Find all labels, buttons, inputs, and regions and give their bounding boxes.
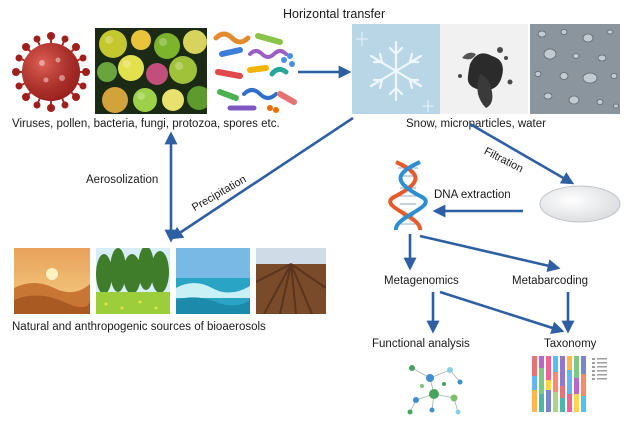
sources-top-label: Viruses, pollen, bacteria, fungi, protoz… [12, 118, 280, 130]
dna-helix-icon [388, 160, 428, 232]
metagenomics-label: Metagenomics [384, 275, 459, 287]
aerosolization-label: Aerosolization [86, 174, 159, 186]
bar-chart-icon [528, 352, 610, 416]
field-icon [256, 248, 326, 314]
functional-analysis-label: Functional analysis [372, 338, 470, 350]
desert-icon [14, 248, 90, 314]
filtration-label: Filtration [482, 145, 526, 176]
arrow-metagenomics-to-taxonomy [439, 290, 565, 335]
forest-icon [96, 248, 170, 314]
filter-disc-icon [538, 183, 622, 225]
bacteria-icon [210, 28, 298, 114]
metabarcoding-label: Metabarcoding [512, 275, 589, 287]
precipitation-label: Precipitation [190, 173, 249, 214]
environment-label: Snow, microparticles, water [406, 118, 546, 130]
arrow-to-metabarcoding [419, 234, 561, 272]
sea-icon [176, 248, 250, 314]
network-graph-icon [400, 358, 468, 416]
virus-icon [10, 30, 92, 114]
diagram-title: Horizontal transfer [283, 7, 386, 21]
snowflake-icon [352, 24, 440, 114]
natural-sources-label: Natural and anthropogenic sources of bio… [12, 321, 266, 333]
dna-extraction-label: DNA extraction [434, 189, 511, 201]
microparticle-icon [440, 24, 528, 114]
arrow-precipitation [169, 116, 354, 240]
pollen-icon [95, 28, 207, 114]
water-drops-icon [530, 24, 620, 114]
taxonomy-label: Taxonomy [544, 338, 597, 350]
